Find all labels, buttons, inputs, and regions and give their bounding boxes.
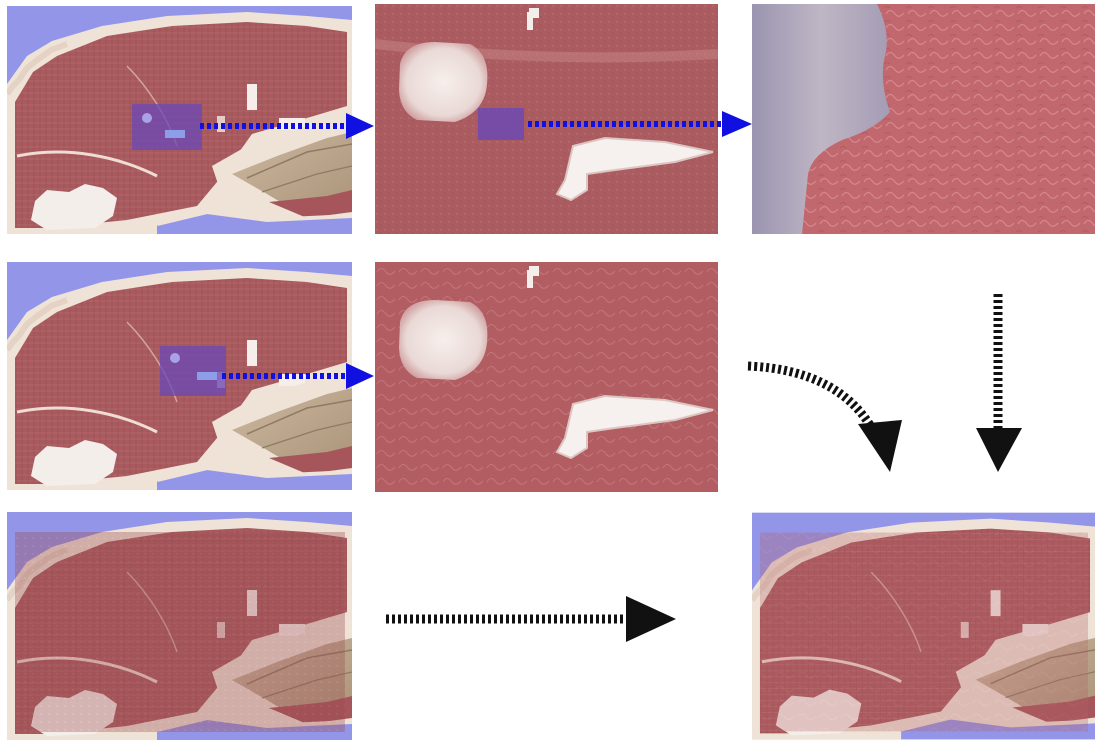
- black-right-arrow: [386, 596, 676, 642]
- blue-arrow-r1-b: [528, 111, 752, 137]
- blue-arrow-r2: [222, 363, 374, 389]
- black-down-arrow: [976, 294, 1022, 472]
- blue-arrow-r1-a: [200, 113, 374, 139]
- black-curved-arrow: [748, 366, 902, 472]
